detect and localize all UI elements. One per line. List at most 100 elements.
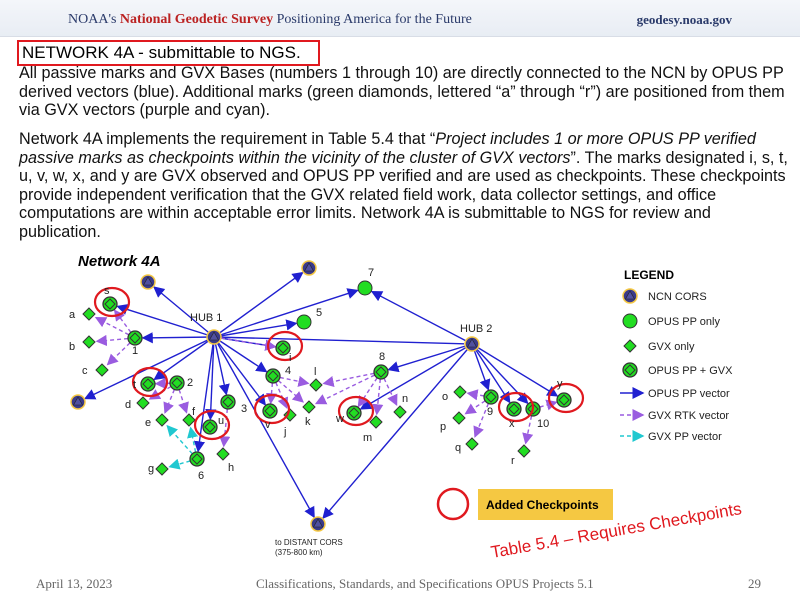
gvx-rtk-vector (163, 382, 178, 414)
opus-pp-vector (359, 343, 473, 410)
gvx-mark-icon (452, 411, 466, 425)
gvx-rtk-vector (95, 334, 136, 347)
footer-date: April 13, 2023 (36, 576, 113, 591)
node-label-k: k (305, 416, 311, 428)
checkpoint-ring-x (497, 391, 535, 423)
diagram-title: Network 4A (78, 253, 161, 270)
node-label-m: m (363, 432, 372, 444)
legend-ncn-cors: NCN CORS (648, 291, 707, 303)
opus-pp-vector (116, 304, 215, 338)
node-label-t: t (133, 379, 136, 391)
opus-pp-vector (213, 336, 230, 396)
gvx-rtk-vector (272, 375, 310, 387)
para2-text-end: ”. The marks designated i, s, t, u, v, w… (19, 148, 788, 241)
node-label-g: g (148, 463, 154, 475)
node-label-q: q (455, 442, 461, 454)
org-prefix: NOAA's (68, 12, 120, 27)
distant-cors-range: (375-800 km) (275, 548, 323, 557)
node-label-v: v (265, 419, 271, 431)
legend-gvx-icon (623, 339, 637, 353)
legend-gvx-rtk-vector: GVX RTK vector (648, 410, 729, 422)
opus-pp-vector (213, 336, 465, 345)
opus-pp-vector (193, 336, 215, 453)
gvx-mark-icon (182, 413, 196, 427)
node-label-h: h (228, 462, 234, 474)
gvx-rtk-vector (314, 371, 382, 405)
opus-pp-vector (213, 319, 298, 338)
node-label-10: 10 (537, 418, 549, 430)
gvx-pp-vector (168, 458, 198, 470)
slide-title: NETWORK 4A - submittable to NGS. (17, 40, 320, 66)
opus-pp-mark-icon (296, 314, 312, 330)
gvx-mark-icon (369, 415, 383, 429)
legend-opus-pp-only: OPUS PP only (648, 316, 720, 328)
paragraph-1: All passive marks and GVX Bases (numbers… (19, 64, 785, 119)
added-checkpoints-label: Added Checkpoints (486, 498, 599, 512)
diamond-icon (222, 396, 234, 408)
diamond-icon (267, 370, 279, 382)
diamond-icon (277, 342, 289, 354)
opus-pp-vector (387, 343, 473, 373)
legend-title: LEGEND (624, 268, 674, 282)
gvx-rtk-vector (272, 375, 289, 409)
opus-pp-vector (205, 336, 217, 421)
para2-quote: Project includes 1 or more OPUS PP verif… (19, 130, 756, 167)
checkpoint-ring-y (547, 382, 585, 414)
node-label-3: 3 (241, 403, 247, 415)
triangle-icon (624, 290, 636, 300)
gvx-mark-icon (465, 437, 479, 451)
gvx-mark-icon (95, 363, 109, 377)
opus-pp-vector (141, 332, 215, 344)
triangle-icon (208, 331, 220, 341)
gvx-mark-icon (82, 307, 96, 321)
checkpoint-ring-icon (436, 487, 470, 521)
node-label-d: d (125, 399, 131, 411)
distant-cors-label: to DISTANT CORS (275, 538, 343, 547)
diamond-icon (485, 391, 497, 403)
node-label-8: 8 (379, 351, 385, 363)
org-name: National Geodetic Survey (119, 12, 274, 27)
node-label-x: x (509, 418, 515, 430)
node-label-j: j (283, 426, 286, 438)
diamond-icon (142, 378, 154, 390)
node-label-5: 5 (316, 307, 322, 319)
node-label-r: r (511, 455, 515, 467)
opus-pp-vector (213, 271, 304, 338)
triangle-icon (466, 338, 478, 348)
node-label-y: y (557, 378, 563, 390)
legend-gvx-only: GVX only (648, 341, 695, 353)
opus-pp-vector (213, 336, 268, 373)
opus-pp-vector (471, 343, 511, 404)
triangle-icon (312, 518, 324, 528)
triangle-icon (303, 262, 315, 272)
node-label-2: 2 (187, 377, 193, 389)
footer-title: Classifications, Standards, and Specific… (256, 576, 594, 591)
node-label-w: w (335, 413, 344, 425)
gvx-rtk-vector (265, 375, 278, 405)
legend-opus-pp-vector: OPUS PP vector (648, 388, 730, 400)
node-label-e: e (145, 417, 151, 429)
diamond-icon (624, 364, 636, 376)
triangle-icon (142, 276, 154, 286)
gvx-mark-icon (216, 447, 230, 461)
para2-text: Network 4A implements the requirement in… (19, 130, 436, 148)
gvx-mark-icon (136, 396, 150, 410)
triangle-icon (72, 396, 84, 406)
tagline: Positioning America for the Future (273, 12, 472, 27)
gvx-mark-icon (453, 385, 467, 399)
gvx-mark-icon (155, 413, 169, 427)
diamond-icon (558, 394, 570, 406)
node-label-o: o (442, 391, 448, 403)
opus-pp-vector (322, 343, 473, 519)
gvx-pp-vector (187, 426, 199, 460)
node-label-b: b (69, 341, 75, 353)
hub2-label: HUB 2 (460, 323, 492, 335)
checkpoint-ring-s (93, 286, 131, 318)
diamond-icon (171, 377, 183, 389)
gvx-rtk-vector (380, 371, 398, 407)
checkpoint-ring-t (131, 366, 169, 398)
hub1-label: HUB 1 (190, 312, 222, 324)
footer-page: 29 (748, 576, 761, 591)
header-title: NOAA's National Geodetic Survey Position… (68, 12, 472, 28)
